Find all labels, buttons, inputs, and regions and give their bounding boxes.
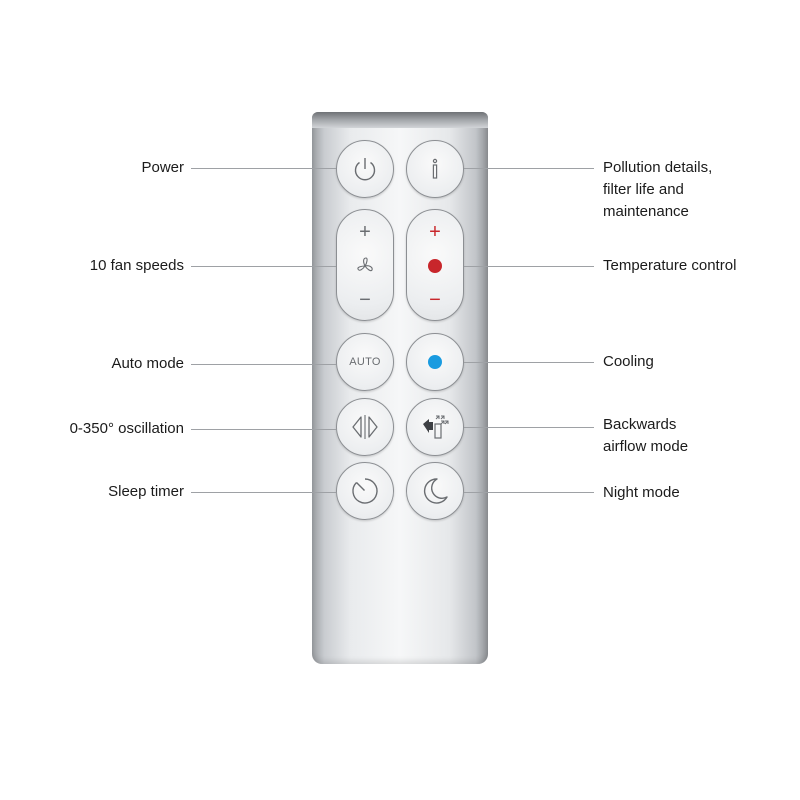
cooling-button[interactable] — [406, 333, 464, 391]
oscillation-label: 0-350° oscillation — [69, 420, 184, 437]
auto-label: AUTO — [349, 356, 381, 368]
power-label: Power — [141, 159, 184, 176]
remote-control-body — [312, 112, 488, 664]
oscillation-icon — [352, 415, 378, 439]
auto-mode-label: Auto mode — [111, 355, 184, 372]
info-button[interactable] — [406, 140, 464, 198]
sleep-timer-leader-line — [191, 492, 336, 493]
cool-dot-icon — [428, 355, 442, 369]
temperature-rocker[interactable]: + − — [406, 209, 464, 321]
power-icon — [354, 158, 376, 181]
pollution-label-line-2: filter life and — [603, 181, 684, 198]
heat-dot-icon — [428, 259, 442, 273]
pollution-leader-line — [464, 168, 594, 169]
oscillation-button[interactable] — [336, 398, 394, 456]
auto-mode-leader-line — [191, 364, 336, 365]
fan-speed-up[interactable]: + — [359, 221, 371, 243]
night-mode-label: Night mode — [603, 484, 680, 501]
backwards-airflow-icon — [423, 415, 449, 439]
cooling-leader-line — [464, 362, 594, 363]
fan-icon — [357, 257, 373, 272]
power-leader-line — [191, 168, 336, 169]
info-icon — [432, 158, 438, 179]
night-mode-button[interactable] — [406, 462, 464, 520]
backwards-airflow-leader-line — [464, 427, 594, 428]
moon-icon — [423, 478, 448, 504]
power-button[interactable] — [336, 140, 394, 198]
sleep-timer-button[interactable] — [336, 462, 394, 520]
backwards-label-line-1: Backwards — [603, 416, 677, 433]
temperature-label: Temperature control — [603, 257, 737, 274]
sleep-timer-label: Sleep timer — [108, 483, 184, 500]
backwards-label-line-2: airflow mode — [603, 438, 689, 455]
remote-control-top-cap — [312, 112, 488, 128]
fan-speeds-leader-line — [191, 266, 336, 267]
cooling-label: Cooling — [603, 353, 654, 370]
temperature-down[interactable]: − — [429, 289, 441, 311]
temperature-leader-line — [464, 266, 594, 267]
fan-speed-down[interactable]: − — [359, 289, 371, 311]
oscillation-leader-line — [191, 429, 336, 430]
auto-mode-button[interactable]: AUTO — [336, 333, 394, 391]
backwards-airflow-button[interactable] — [406, 398, 464, 456]
night-mode-leader-line — [464, 492, 594, 493]
pollution-label-line-1: Pollution details, — [603, 159, 713, 176]
fan-speed-rocker[interactable]: + − — [336, 209, 394, 321]
temperature-up[interactable]: + — [429, 221, 441, 243]
pollution-label-line-3: maintenance — [603, 203, 689, 220]
sleep-timer-icon — [352, 478, 378, 504]
fan-speeds-label: 10 fan speeds — [89, 257, 184, 274]
